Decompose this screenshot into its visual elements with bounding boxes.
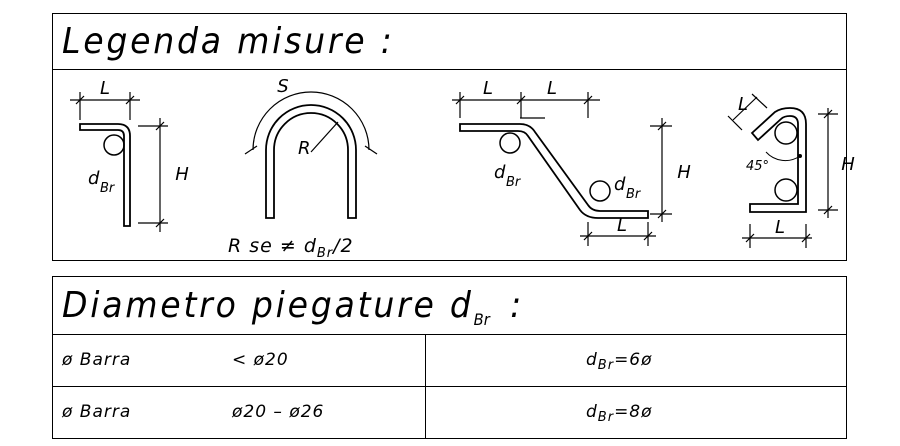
hook-dim-h [818,108,838,218]
l-bend-label-h: H [175,164,189,185]
diameter-title-sub: Br [473,310,490,329]
l-bend-bar [79,123,131,227]
row-1-bar: ø Barra [62,350,132,370]
cranked-dim-bottom [580,222,656,246]
u-bend-note: R se ≠ dBr/2 [228,235,354,261]
hook-label-l: L [775,217,785,238]
cranked-label-h: H [677,162,691,183]
hook-angle-dot [798,154,802,158]
l-bend-label-l: L [100,78,110,99]
diameter-title-end: : [510,285,525,326]
u-bend-arc-s [252,91,370,151]
cranked-label-d2: d [614,174,626,195]
u-bend-arc-ticks [244,145,378,155]
row-1-value: dBr=6ø [586,350,653,373]
row-2-value: dBr=8ø [586,402,653,425]
l-bend-label-d: d [88,168,100,189]
row-2-range: ø20 – ø26 [232,402,325,422]
table-row-divider [52,386,847,387]
cranked-label-l1: L [483,78,493,99]
cranked-bar [459,123,649,219]
l-bend-label-br: Br [100,181,116,196]
u-bend-radius-line [310,121,339,153]
u-bend-bar [265,104,357,219]
hook-label-v: L [738,94,748,115]
cranked-label-br2: Br [626,187,642,202]
hook-dim-v [727,93,768,131]
hook-label-h: H [841,154,855,175]
diameter-table [52,276,847,439]
cranked-pin-bottom [589,180,611,202]
cranked-label-l3: L [617,215,627,236]
hook-dim-l [742,224,812,248]
legend-frame [52,13,847,261]
hook-pin-bottom [774,178,798,202]
hook-pin-top [774,121,798,145]
legend-title-divider [52,69,847,70]
cranked-dim-h [650,118,672,222]
cranked-label-l2: L [547,78,557,99]
diameter-title: Diametro piegature dBr: [62,285,525,328]
legend-title: Legenda misure : [62,21,395,62]
cranked-label-d1: d [494,162,506,183]
hook-bar [749,107,807,213]
cranked-label-br1: Br [506,175,522,190]
row-1-range: < ø20 [232,350,289,370]
hook-label-angle: 45° [746,159,769,174]
diameter-title-main: Diametro piegature d [62,285,474,326]
cranked-dim-top [452,92,600,119]
hook-angle-arc [765,151,801,162]
l-bend-dim-l [70,92,140,120]
u-bend-label-r: R [298,138,311,159]
table-title-divider [52,334,847,335]
l-bend-dim-h [138,118,168,232]
u-bend-label-s: S [277,76,288,97]
cranked-pin-top [499,132,521,154]
table-column-divider [425,334,426,439]
row-2-bar: ø Barra [62,402,132,422]
l-bend-pin [103,134,125,156]
